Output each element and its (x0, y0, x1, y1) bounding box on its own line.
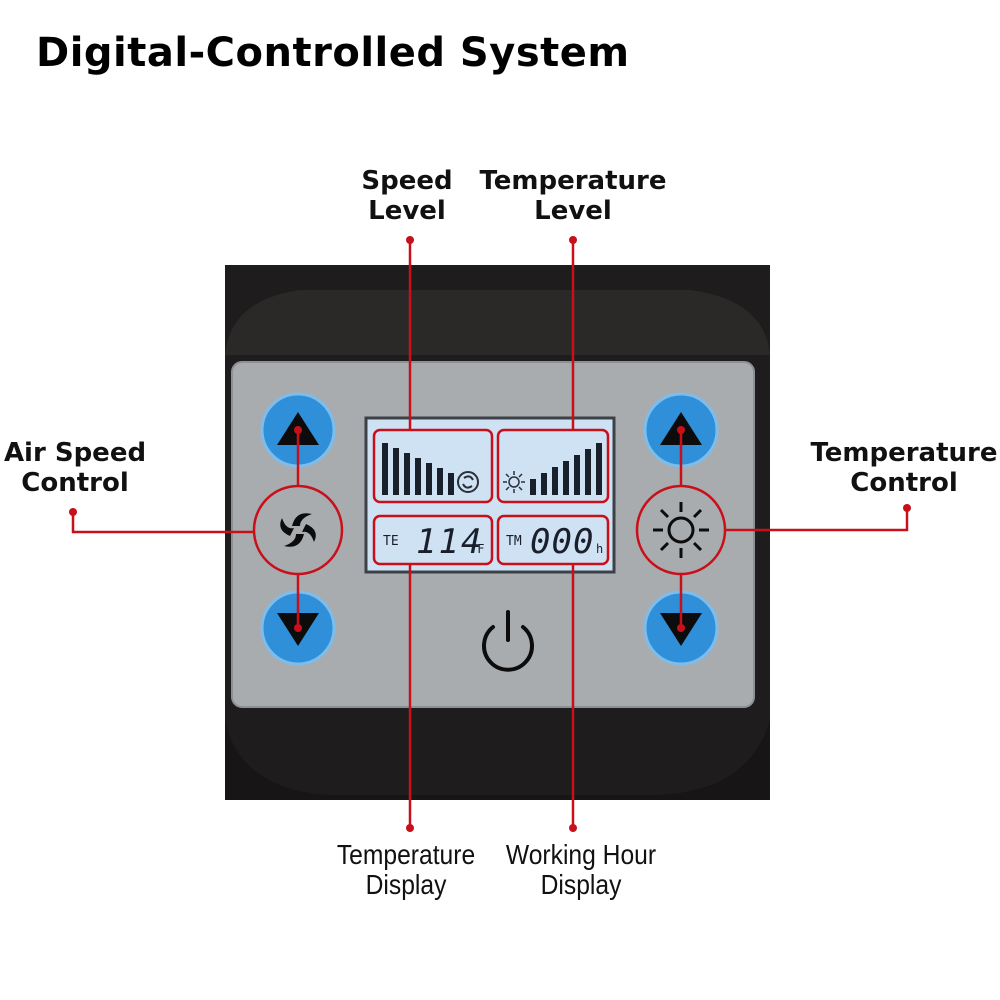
temperature-display-highlight (372, 514, 494, 566)
working-hour-display-highlight (496, 514, 610, 566)
label-line: Control (850, 468, 958, 498)
lcd-hour-prefix: TM (506, 534, 522, 549)
lcd-fan-icon (457, 471, 479, 493)
label-line: Temperature (479, 166, 667, 196)
temperature-control-label: Temperature Control (808, 438, 1000, 498)
temperature-level-bars (530, 443, 602, 495)
lcd-hour-unit: h (596, 542, 603, 556)
lcd-temp-value: 114 (416, 522, 483, 562)
power-icon (482, 610, 534, 672)
air-speed-control-label: Air Speed Control (0, 438, 150, 498)
label-line: Working Hour (505, 839, 657, 870)
power-button[interactable] (472, 606, 544, 678)
level-bar (404, 453, 410, 495)
speed-level-highlight (372, 428, 494, 504)
label-line: Display (540, 869, 622, 900)
lcd-temp-unit: °F (470, 542, 484, 556)
label-line: Control (21, 468, 129, 498)
label-line: Temperature (336, 839, 476, 870)
working-hour-display-label: Working Hour Display (504, 840, 659, 900)
temperature-level-label: Temperature Level (476, 166, 670, 226)
level-bar (574, 455, 580, 495)
label-line: Level (368, 196, 446, 226)
label-line: Display (365, 869, 447, 900)
label-line: Air Speed (3, 438, 147, 468)
callout-dots (69, 236, 911, 832)
level-bar (448, 473, 454, 495)
level-bar (596, 443, 602, 495)
level-bar (426, 463, 432, 495)
level-bar (563, 461, 569, 495)
lcd-temp-prefix: TE (383, 534, 399, 549)
label-line: Temperature (810, 438, 998, 468)
temperature-level-highlight (496, 428, 610, 504)
label-line: Level (534, 196, 612, 226)
temperature-display-label: Temperature Display (327, 840, 485, 900)
lcd-sun-icon (503, 471, 525, 493)
callout-lines (71, 240, 909, 828)
lcd-hour-value: 000 (530, 522, 594, 562)
label-line: Speed (361, 166, 453, 196)
level-bar (382, 443, 388, 495)
level-bar (530, 479, 536, 495)
level-bar (585, 449, 591, 495)
fan-icon (280, 513, 316, 547)
level-bar (552, 467, 558, 495)
speed-level-label: Speed Level (345, 166, 469, 226)
sun-icon (653, 502, 709, 558)
device-bottom-bevel (225, 720, 770, 800)
speed-level-bars (382, 443, 454, 495)
level-bar (393, 448, 399, 495)
level-bar (415, 458, 421, 495)
page-title: Digital-Controlled System (36, 30, 630, 76)
level-bar (437, 468, 443, 495)
level-bar (541, 473, 547, 495)
device-top-bevel (225, 290, 770, 355)
